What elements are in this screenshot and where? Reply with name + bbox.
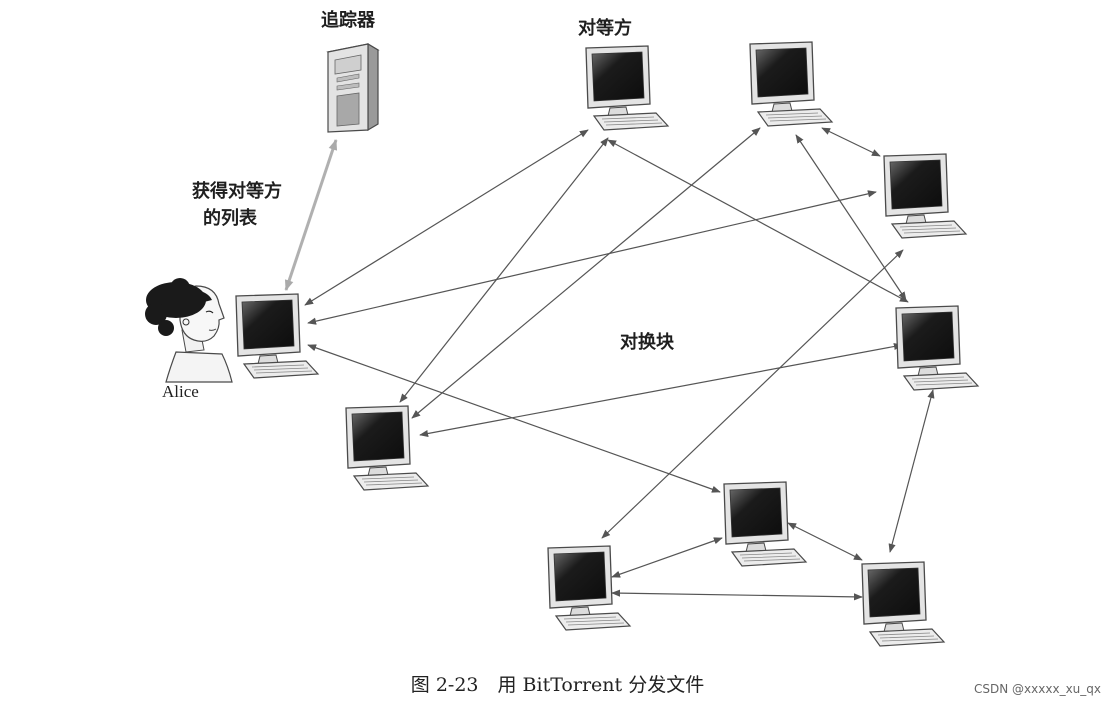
person-icon <box>145 278 232 382</box>
alice-label: Alice <box>162 382 199 402</box>
server-tower-icon <box>328 44 378 132</box>
exchange-chunks-label: 对换块 <box>620 328 674 354</box>
desktop-computer-icon <box>724 482 806 566</box>
link-peer4-peer5 <box>420 345 902 435</box>
get-peer-list-label-line1: 获得对等方 <box>192 177 282 203</box>
figure-caption: 图 2-23 用 BitTorrent 分发文件 <box>0 670 1115 697</box>
link-peer4-peer8 <box>890 390 933 552</box>
peers-label: 对等方 <box>578 14 632 40</box>
link-peer2-peer5 <box>412 128 760 418</box>
desktop-computer-icon <box>862 562 944 646</box>
desktop-computer-icon <box>586 46 668 130</box>
link-peer6-peer7 <box>612 538 722 577</box>
watermark: CSDN @xxxxx_xu_qx <box>974 682 1101 696</box>
link-peer1-peer4 <box>608 140 908 302</box>
desktop-computer-icon <box>236 294 318 378</box>
tracker-link <box>286 140 336 290</box>
link-peer1-peer5 <box>400 138 608 402</box>
desktop-computer-icon <box>896 306 978 390</box>
link-peer6-peer8 <box>612 593 862 597</box>
peer-links <box>305 128 933 597</box>
link-alice-peer3 <box>308 192 876 323</box>
desktop-computer-icon <box>884 154 966 238</box>
desktop-computer-icon <box>750 42 832 126</box>
tracker-label: 追踪器 <box>321 6 375 32</box>
get-peer-list-label-line2: 的列表 <box>203 204 257 230</box>
desktop-computer-icon <box>346 406 428 490</box>
link-peer2-peer3 <box>822 128 880 156</box>
desktop-computer-icon <box>548 546 630 630</box>
